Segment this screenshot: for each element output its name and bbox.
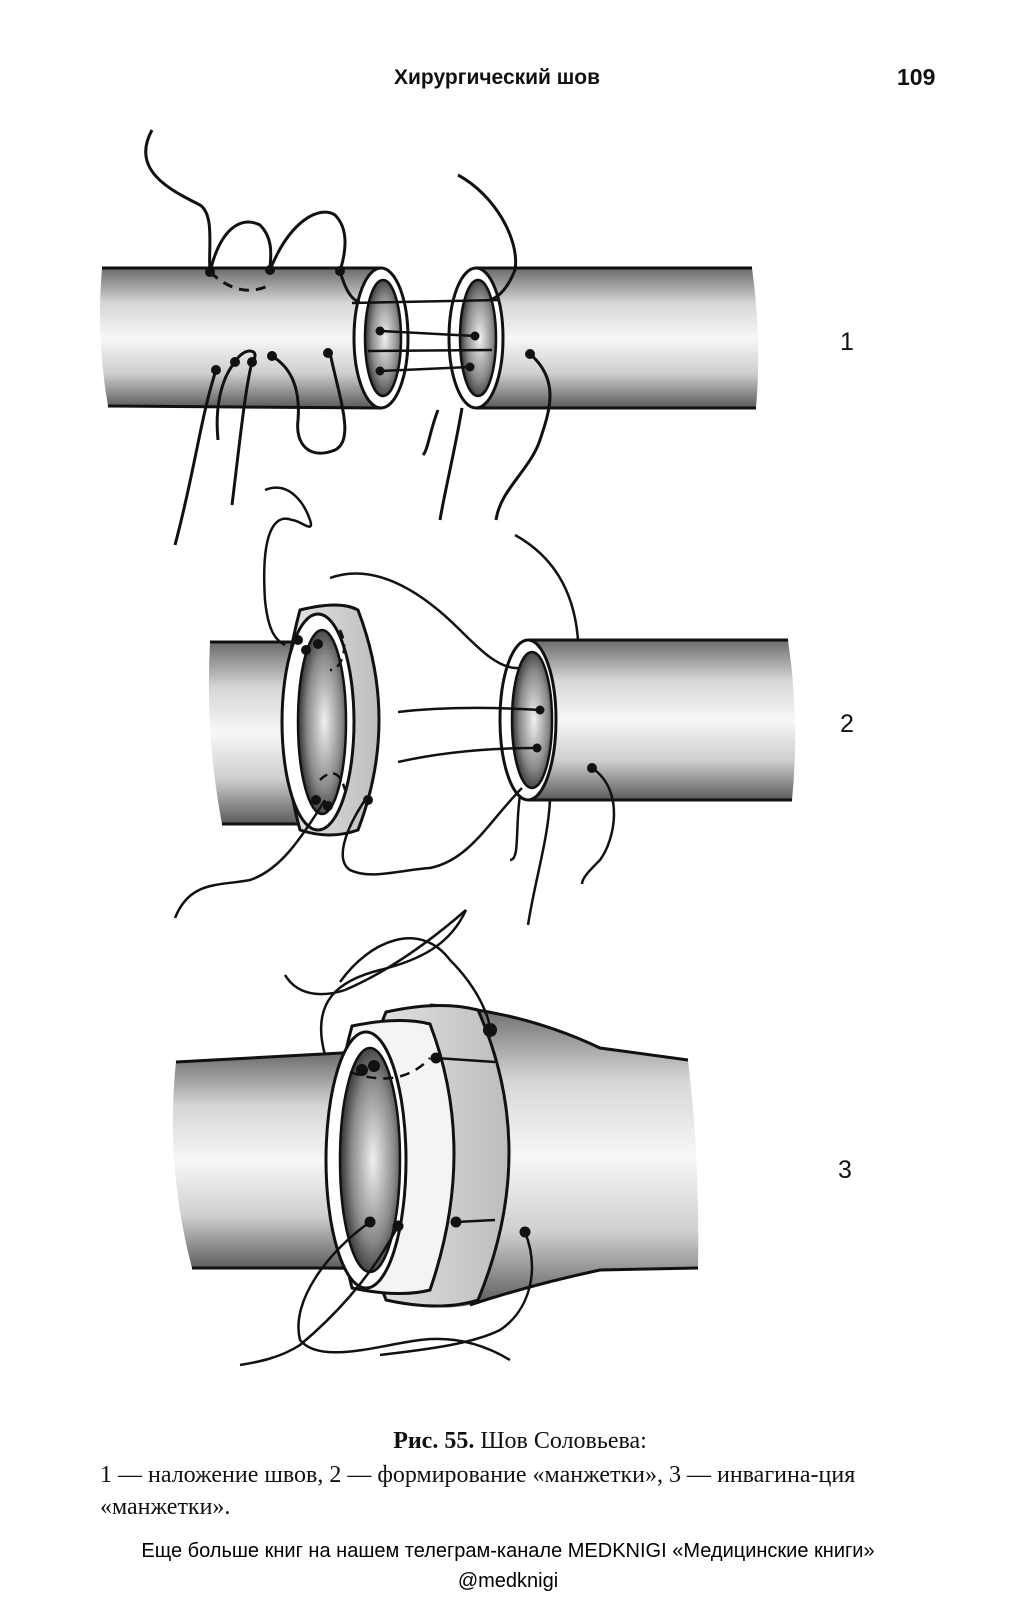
panel-label-1: 1 [840, 328, 854, 356]
panel-2-drawing [173, 486, 796, 926]
page-number: 109 [897, 64, 936, 90]
panel-label-2: 2 [840, 710, 854, 738]
running-head: Хирургический шов 109 [0, 64, 1016, 96]
figure-illustration: 1 [0, 120, 1016, 1410]
caption-title: Шов Соловьева: [480, 1428, 647, 1454]
right-tube [476, 268, 759, 408]
panel-3-drawing [172, 909, 699, 1367]
caption-body: 1 — наложение швов, 2 — формирование «ма… [100, 1462, 856, 1520]
panel-label-3: 3 [838, 1156, 852, 1184]
running-title: Хирургический шов [394, 66, 601, 89]
caption-heading: Рис. 55. Шов Соловьева: [100, 1425, 940, 1457]
footer-line-1: Еще больше книг на нашем телеграм-канале… [141, 1540, 875, 1562]
left-tube [100, 268, 382, 408]
footer-line-2: @medknigi [457, 1570, 559, 1592]
caption-figure-ref: Рис. 55. [393, 1428, 475, 1454]
footer-promo: Еще больше книг на нашем телеграм-канале… [0, 1536, 1016, 1596]
panel-1-drawing [100, 129, 759, 546]
figure-caption: Рис. 55. Шов Соловьева: 1 — наложение шв… [100, 1425, 940, 1523]
